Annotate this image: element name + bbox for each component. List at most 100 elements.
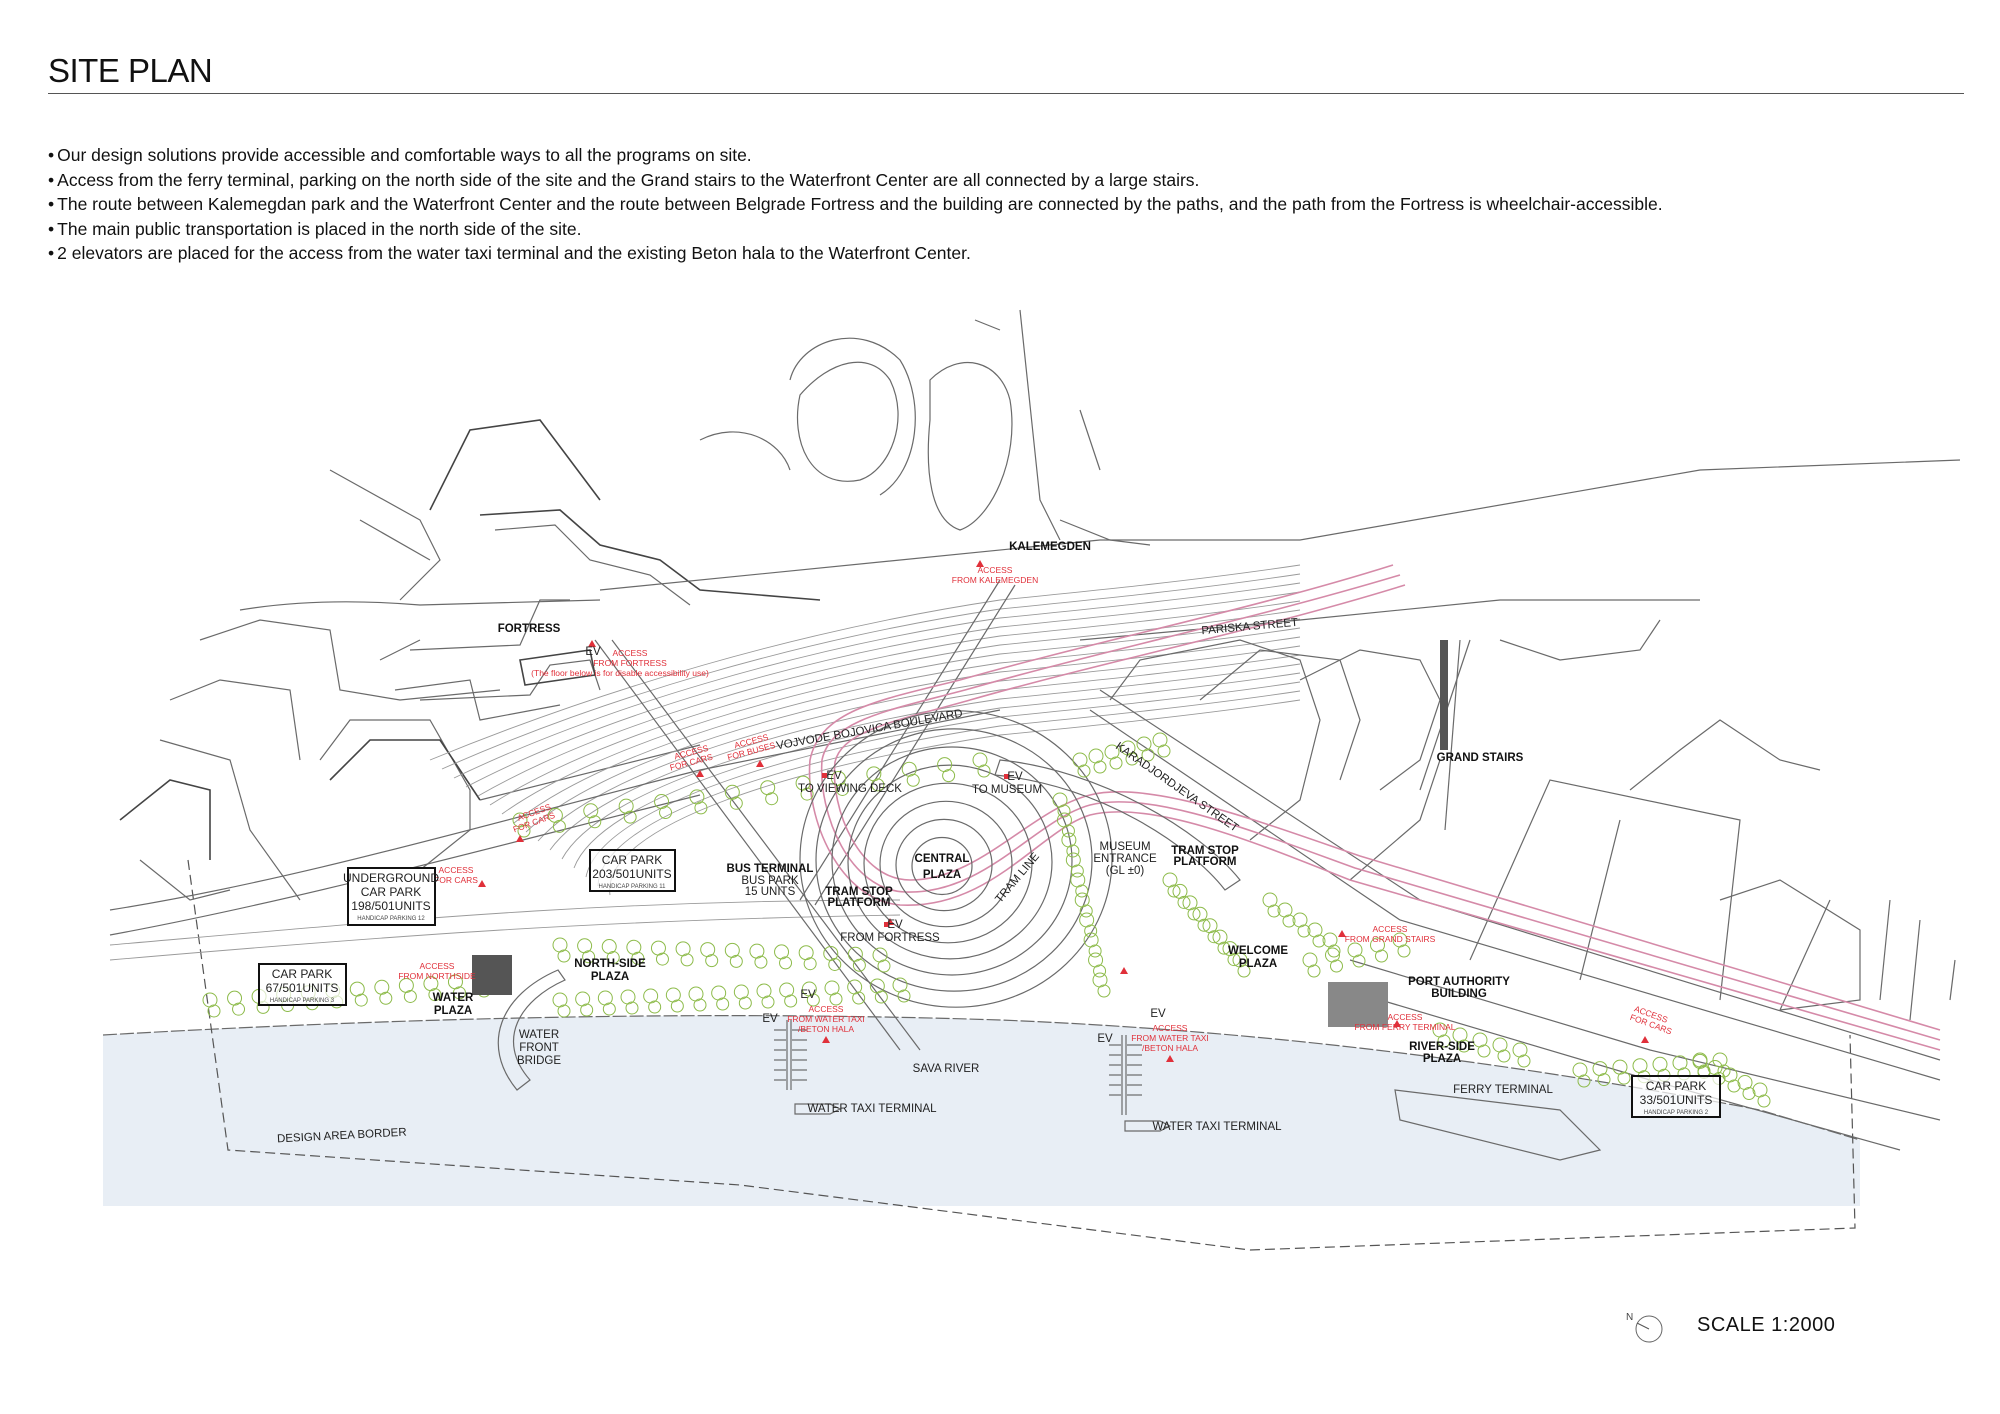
tree	[1727, 1079, 1741, 1093]
ev-marker-icon	[884, 922, 889, 927]
access-label: FROM FERRY TERMINAL	[1354, 1022, 1455, 1032]
tree	[1097, 984, 1111, 998]
plaza-ring	[815, 728, 1093, 992]
tree	[1217, 941, 1231, 955]
tree	[1070, 864, 1084, 878]
contour-line	[585, 681, 1301, 878]
ev-to-museum: TO MUSEUM	[972, 784, 1042, 796]
label-ferry-terminal: FERRY TERMINAL	[1453, 1084, 1553, 1096]
access-label: ACCESS	[439, 865, 474, 875]
car-park-units: 67/501UNITS	[266, 981, 339, 995]
contour-line	[477, 600, 1301, 797]
tree	[874, 990, 888, 1004]
access-label: FROM KALEMEGDEN	[952, 575, 1038, 585]
contour-line	[429, 564, 1301, 761]
tree	[232, 1002, 246, 1016]
access-label: ACCESS	[420, 961, 455, 971]
contour-line	[561, 663, 1301, 860]
access-label: (The floor below is for disable accessib…	[531, 668, 709, 678]
tree	[738, 996, 752, 1010]
tree	[1125, 752, 1139, 766]
label-museum-entrance: ENTRANCE	[1093, 853, 1157, 865]
description-item: 2 elevators are placed for the access fr…	[48, 241, 1663, 266]
tree	[428, 988, 442, 1002]
tree	[1197, 918, 1211, 932]
access-label: ACCESS	[1388, 1012, 1423, 1022]
tree	[693, 998, 707, 1012]
contour-line	[453, 582, 1301, 779]
design-area-border	[187, 859, 1856, 1251]
tree	[1237, 964, 1251, 978]
tree	[580, 1003, 594, 1017]
access-label: FOR CARS	[434, 875, 478, 885]
label-tram-stop: TRAM STOP	[825, 886, 893, 898]
label-tram-stop: TRAM STOP	[1171, 845, 1239, 857]
tree	[1084, 924, 1098, 938]
tree	[1187, 907, 1201, 921]
kalemegden-park-streets	[699, 309, 1151, 546]
description-list: Our design solutions provide accessible …	[48, 143, 1663, 266]
label-north-side-plaza: NORTH-SIDE	[574, 958, 646, 970]
tree	[379, 991, 393, 1005]
tree	[1397, 944, 1411, 958]
north-arrow-icon: N	[1626, 1312, 1663, 1343]
tree	[1282, 914, 1296, 928]
label-museum-entrance: (GL ±0)	[1106, 865, 1145, 877]
label-port-authority: BUILDING	[1431, 988, 1487, 1000]
tree	[1437, 1034, 1451, 1048]
label-water-front-bridge: FRONT	[519, 1042, 559, 1054]
plaza-ring	[831, 746, 1073, 976]
contour-line	[489, 609, 1301, 806]
tree	[1088, 944, 1102, 958]
access-arrow-icon	[1338, 930, 1346, 937]
tree	[588, 815, 602, 829]
tree	[761, 995, 775, 1009]
tree	[729, 796, 743, 810]
grand-stairs-mark	[1440, 640, 1448, 750]
contour-line	[501, 618, 1301, 815]
tree	[557, 949, 571, 963]
car-park-units: 33/501UNITS	[1640, 1093, 1713, 1107]
label-welcome-plaza: WELCOME	[1228, 945, 1288, 957]
tree	[942, 769, 956, 783]
tree	[1109, 756, 1123, 770]
tree	[1477, 1044, 1491, 1058]
tree	[1177, 895, 1191, 909]
label-museum-entrance: MUSEUM	[1099, 841, 1150, 853]
access-label: ACCESS	[1373, 924, 1408, 934]
tree	[1297, 924, 1311, 938]
tree	[694, 801, 708, 815]
tree	[1330, 959, 1343, 973]
tree	[779, 956, 793, 970]
label-tram-stop: PLATFORM	[1173, 856, 1236, 868]
tree	[403, 989, 417, 1003]
access-label: FROM FORTRESS	[593, 658, 667, 668]
tree	[582, 950, 596, 964]
access-arrow-icon	[696, 770, 704, 777]
label-water-taxi: WATER TAXI TERMINAL	[1152, 1121, 1282, 1133]
access-label: ACCESS	[809, 1004, 844, 1014]
tree	[1207, 930, 1221, 944]
access-label: ACCESS	[1153, 1023, 1188, 1033]
access-arrow-icon	[516, 835, 524, 842]
sava-river-area	[103, 1015, 1860, 1206]
tree	[1312, 934, 1326, 948]
tree	[552, 819, 566, 833]
access-label: /BETON HALA	[1142, 1043, 1198, 1053]
tree	[1742, 1087, 1756, 1100]
tree	[806, 993, 820, 1007]
fortress-walls	[119, 419, 821, 901]
plaza-ring	[895, 818, 993, 912]
central-plaza-spiral	[799, 710, 1241, 1008]
city-blocks	[1109, 619, 1956, 1021]
car-park-67: CAR PARK 67/501UNITS HANDICAP PARKING 3	[258, 963, 347, 1006]
ev-label: EV	[585, 646, 601, 658]
tree	[517, 824, 531, 838]
label-bus-park: BUS PARK	[741, 875, 799, 887]
topography-contours	[429, 564, 1301, 896]
access-arrow-icon	[1393, 1020, 1401, 1027]
access-label: FROM WATER TAXI	[1131, 1033, 1209, 1043]
access-label: FROM WATER TAXI	[787, 1014, 865, 1024]
tree	[765, 792, 779, 806]
